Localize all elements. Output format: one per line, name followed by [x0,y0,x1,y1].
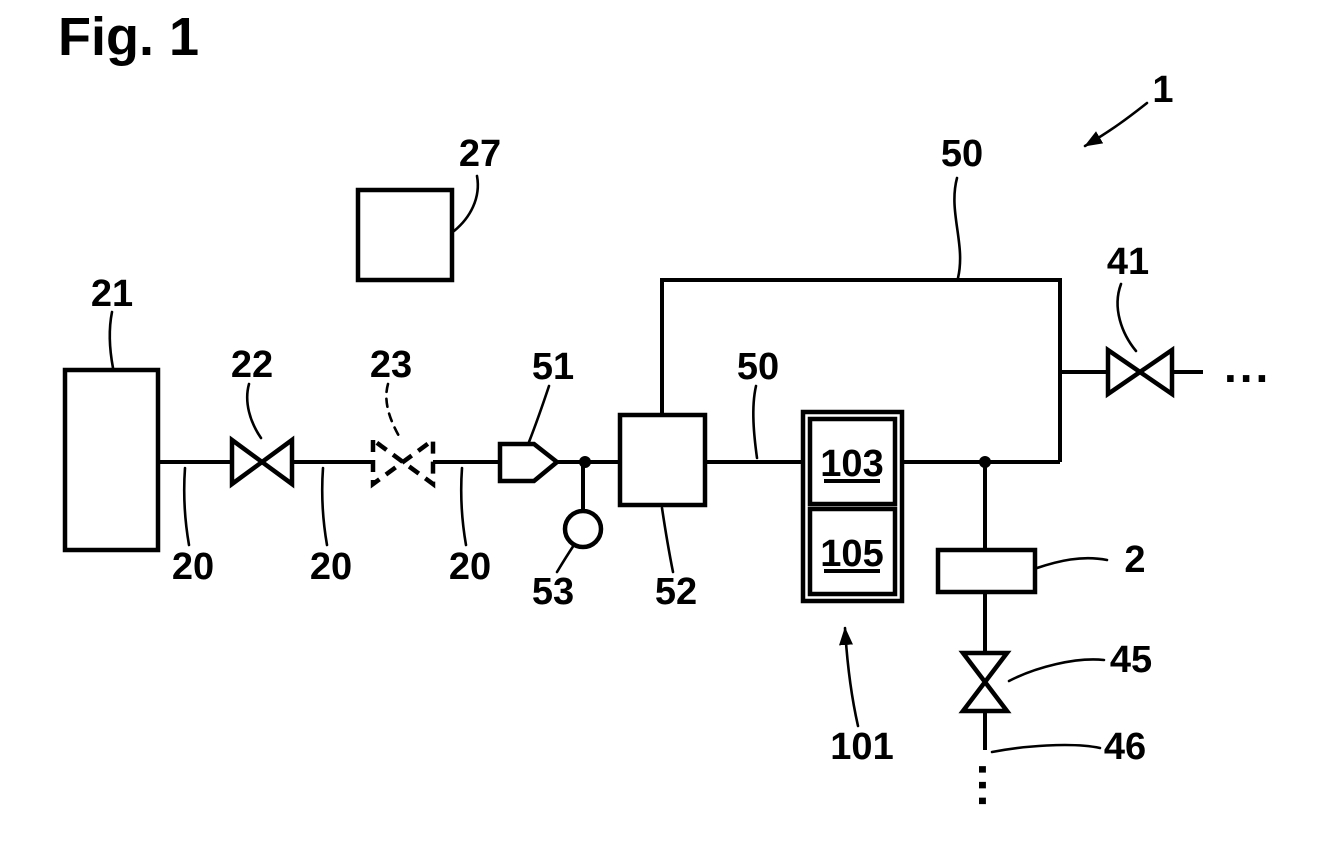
label-101: 101 [830,726,893,768]
leader-20-c [459,466,468,547]
label-20-a: 20 [172,546,214,588]
leader-27 [452,174,480,233]
label-21: 21 [91,273,133,315]
label-105: 105 [820,533,883,575]
sensor-51 [497,441,561,484]
label-45: 45 [1110,639,1152,681]
label-20-c: 20 [449,546,491,588]
leader-53 [555,543,576,574]
leader-45 [1007,658,1106,683]
label-103: 103 [820,443,883,485]
unit-101-outer-box [800,409,905,604]
leader-2 [1035,556,1109,570]
control-loop-50 [660,278,1062,462]
gauge-53-circle [562,508,604,550]
figure-title: Fig. 1 [58,7,199,67]
label-51: 51 [532,346,574,388]
leader-50-top [953,176,962,280]
leader-46 [990,743,1102,754]
label-50-top: 50 [941,133,983,175]
valve-45 [958,650,1012,714]
tank-21 [62,367,161,553]
valve-22 [229,435,295,489]
leader-22 [245,382,263,440]
label-22: 22 [231,344,273,386]
label-50-mid: 50 [737,346,779,388]
continuation-dots-horizontal: ... [1224,340,1271,392]
label-27: 27 [459,133,501,175]
component-2-box [935,547,1038,595]
unit-103-box [807,416,898,507]
valve-41 [1105,345,1175,399]
leader-50-mid [752,384,759,460]
label-41: 41 [1107,241,1149,283]
leader-52 [660,506,675,574]
valve-23-dashed [370,435,436,489]
leader-20-a [182,466,191,547]
leader-23 [385,382,402,440]
arrow-to-system-1 [1083,101,1149,148]
label-53: 53 [532,571,574,613]
leader-20-b [320,466,329,547]
label-2: 2 [1124,539,1145,581]
arrow-to-unit-101 [839,626,860,728]
label-20-b: 20 [310,546,352,588]
label-23: 23 [370,344,412,386]
leader-21 [108,310,115,370]
continuation-dots-vertical: ... [969,763,1021,810]
unit-105-box [807,506,898,597]
box-27 [355,187,455,283]
junction-dot-right [979,456,991,468]
label-1: 1 [1152,69,1173,111]
label-52: 52 [655,571,697,613]
leader-51 [527,384,551,444]
leader-41 [1116,282,1138,353]
unit-52 [617,412,708,508]
label-46: 46 [1104,726,1146,768]
